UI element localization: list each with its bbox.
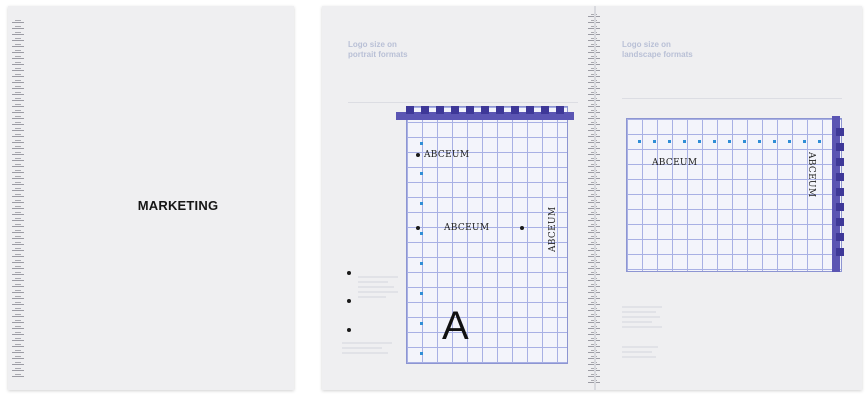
- bar-tick: [836, 143, 844, 151]
- right-page-rule: [622, 98, 842, 99]
- bar-tick: [421, 106, 429, 114]
- grid-dot: [743, 140, 746, 143]
- margin-bullet: [347, 299, 351, 303]
- spiral-binding: [12, 20, 24, 380]
- page-fold: [594, 6, 596, 390]
- grid-dot: [773, 140, 776, 143]
- page-text-block: [622, 306, 662, 331]
- grid-dot: [420, 262, 423, 265]
- bar-tick: [836, 233, 844, 241]
- bar-tick: [481, 106, 489, 114]
- bar-tick: [541, 106, 549, 114]
- left-heading-line2: portrait formats: [348, 50, 468, 60]
- grid-dot: [788, 140, 791, 143]
- grid-dot: [803, 140, 806, 143]
- grid-dot: [638, 140, 641, 143]
- grid-dot: [713, 140, 716, 143]
- bar-tick: [496, 106, 504, 114]
- portrait-grid: [406, 106, 568, 364]
- bar-tick: [836, 173, 844, 181]
- bar-tick: [406, 106, 414, 114]
- margin-bullet: [347, 271, 351, 275]
- grid-dot: [653, 140, 656, 143]
- right-page-heading: Logo size on landscape formats: [622, 40, 742, 60]
- bar-tick: [436, 106, 444, 114]
- logo-marker-dot: [520, 226, 524, 230]
- grid-dot: [420, 322, 423, 325]
- bar-tick: [836, 218, 844, 226]
- bar-tick: [466, 106, 474, 114]
- logo-marker-dot: [416, 153, 420, 157]
- portrait-symbol: A: [442, 306, 469, 346]
- right-heading-line1: Logo size on: [622, 40, 742, 50]
- margin-bullet: [347, 328, 351, 332]
- portrait-logo-vertical: ABCEUM: [548, 207, 558, 252]
- landscape-logo-vertical: ABCEUM: [806, 152, 816, 197]
- open-notebook-spread: Logo size on portrait formats ABCEUM ABC…: [322, 6, 862, 390]
- left-page-heading: Logo size on portrait formats: [348, 40, 468, 60]
- page-text-block: [622, 346, 658, 361]
- bar-tick: [836, 128, 844, 136]
- cover-title: MARKETING: [118, 198, 238, 213]
- bar-tick: [836, 203, 844, 211]
- bar-tick: [556, 106, 564, 114]
- grid-dot: [728, 140, 731, 143]
- margin-text-block: [342, 342, 392, 357]
- portrait-logo-top: ABCEUM: [424, 150, 469, 160]
- bar-tick: [836, 158, 844, 166]
- logo-marker-dot: [416, 226, 420, 230]
- bar-tick: [836, 248, 844, 256]
- margin-text-block: [358, 276, 398, 301]
- left-heading-line1: Logo size on: [348, 40, 468, 50]
- bar-tick: [526, 106, 534, 114]
- grid-dot: [668, 140, 671, 143]
- closed-notebook: MARKETING: [8, 6, 294, 390]
- bar-tick: [511, 106, 519, 114]
- grid-dot: [420, 352, 423, 355]
- grid-dot: [698, 140, 701, 143]
- grid-dot: [420, 202, 423, 205]
- grid-dot: [420, 232, 423, 235]
- grid-dot: [758, 140, 761, 143]
- left-page-rule: [348, 102, 578, 103]
- bar-tick: [836, 188, 844, 196]
- portrait-logo-middle: ABCEUM: [444, 223, 489, 233]
- bar-tick: [451, 106, 459, 114]
- grid-dot: [420, 292, 423, 295]
- right-heading-line2: landscape formats: [622, 50, 742, 60]
- landscape-logo-horizontal: ABCEUM: [652, 158, 697, 168]
- grid-dot: [818, 140, 821, 143]
- grid-dot: [683, 140, 686, 143]
- grid-dot: [420, 142, 423, 145]
- grid-dot: [420, 172, 423, 175]
